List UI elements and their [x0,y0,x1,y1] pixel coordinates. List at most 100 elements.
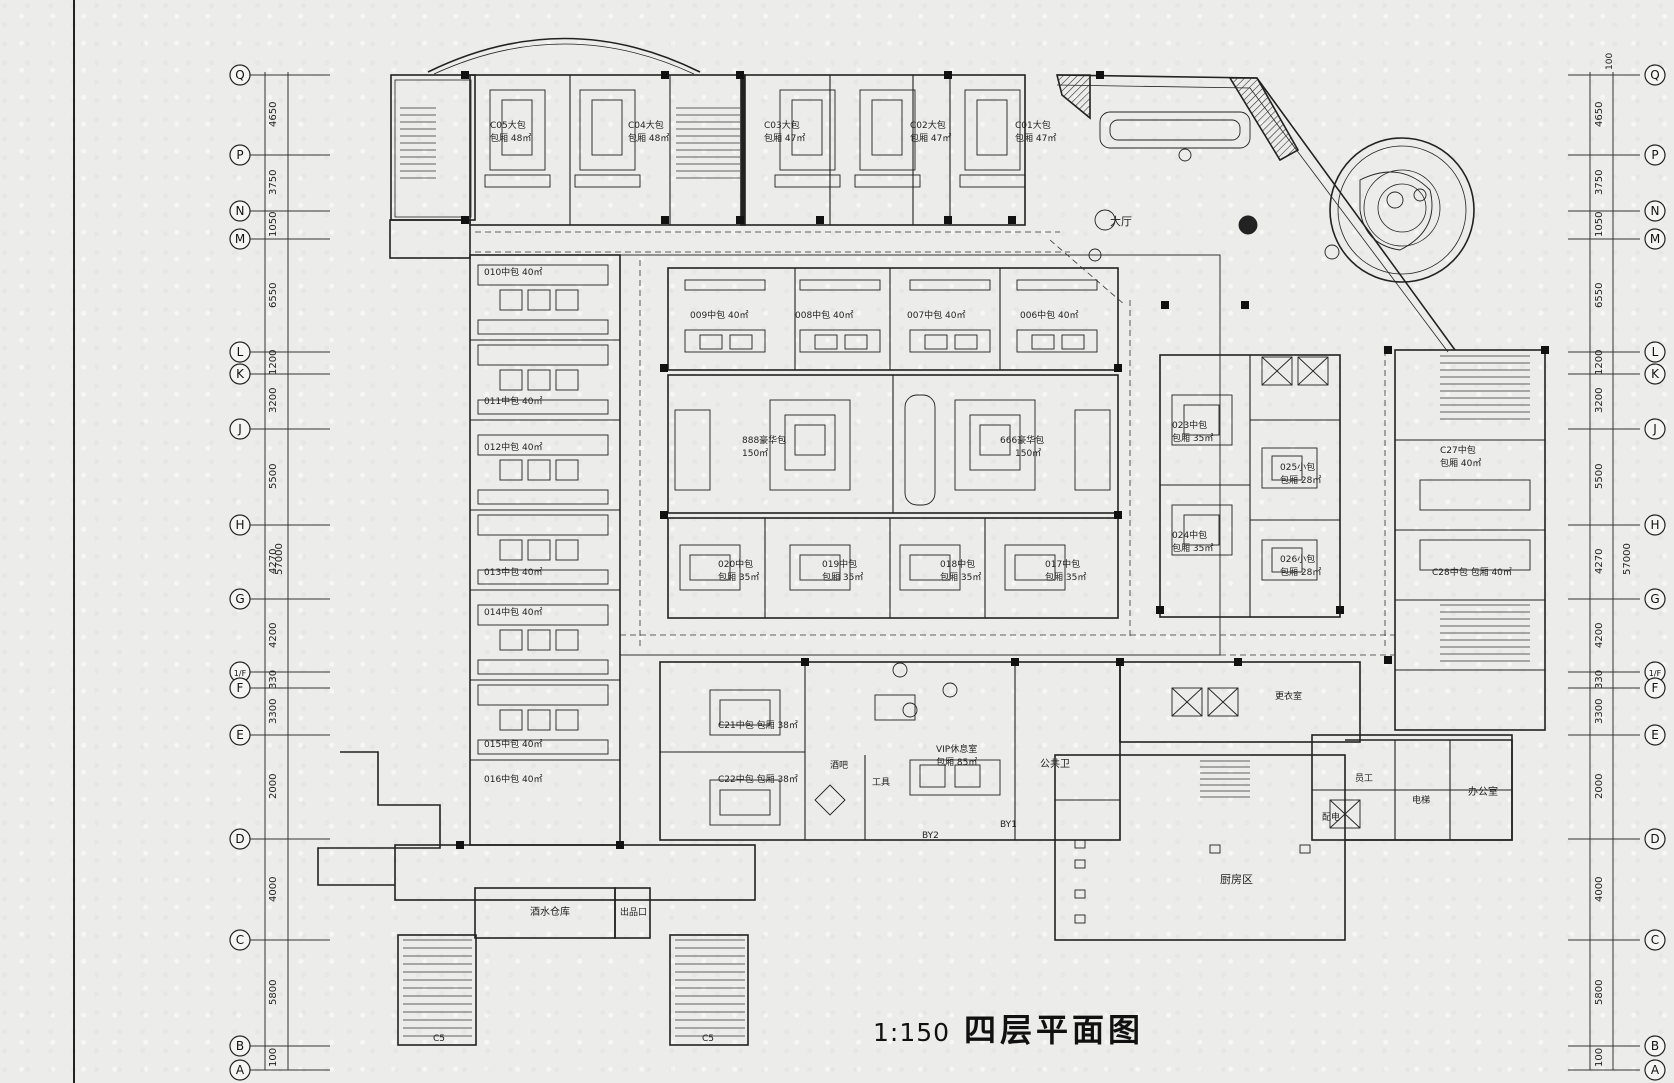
label-019: 019中包 [822,558,857,570]
axis-label-left: J [237,422,242,436]
dimension-text-right: 4650 [1594,102,1605,127]
label-c01: C01大包 [1015,119,1051,131]
axis-bubble-left [229,677,251,699]
furniture-item [1074,409,1111,491]
label-c03-sub: 包厢 47㎡ [764,132,805,144]
furniture-item [499,369,523,391]
axis-bubble-right [1644,1059,1666,1081]
label-by1: BY1 [1000,820,1017,830]
label-warehouse: 酒水仓库 [530,905,570,918]
furniture-item [499,629,523,651]
furniture-item [1297,356,1329,386]
dimension-text-right: 3300 [1594,699,1605,724]
label-013: 013中包 40㎡ [484,566,543,578]
furniture-item [709,779,781,826]
column [944,216,952,224]
axis-label-left: Q [235,68,244,82]
axis-label-right: E [1651,728,1659,742]
furniture-item [1014,554,1056,581]
axis-label-left: P [236,148,243,162]
furniture-item [679,544,741,591]
furniture-item [959,174,1026,188]
hall-details [1088,111,1433,262]
furniture-item [527,629,551,651]
label-hall: 大厅 [1110,214,1132,228]
column [461,71,469,79]
furniture-item [794,424,826,456]
left-dimension-texts: 4650375010506550120032005500427042003303… [268,102,279,1067]
furniture-item [859,89,916,171]
furniture-item [1074,889,1086,899]
label-028: C28中包 包厢 40㎡ [1432,566,1512,578]
axis-bubble-left [229,929,251,951]
label-vip: VIP休息室 [936,743,977,755]
axis-bubble-right [1644,677,1666,699]
axis-label-left: N [236,204,245,218]
furniture-item [477,514,609,536]
drawing-scale: 1:150 [873,1018,951,1047]
furniture-item [871,99,903,156]
furniture-item [1183,404,1220,436]
label-006: 006中包 40㎡ [1020,309,1079,321]
axis-bubble-right [1644,828,1666,850]
dimension-text-left: 5800 [268,980,279,1005]
column [1011,658,1019,666]
column [461,216,469,224]
bar-table [814,784,846,816]
axis-label-left: A [236,1063,245,1077]
furniture-item [477,434,609,456]
column [661,216,669,224]
furniture-item [954,334,978,350]
column [1096,71,1104,79]
column [1384,656,1392,664]
label-c04-sub: 包厢 48㎡ [628,132,669,144]
axis-label-left: M [235,232,245,246]
axis-bubble-right [1644,363,1666,385]
column [1161,301,1169,309]
furniture-item [591,99,623,156]
axis-label-left: E [236,728,244,742]
column [1384,346,1392,354]
axis-bubble-left [229,1059,251,1081]
axis-bubble-left [229,200,251,222]
furniture-item [1261,356,1293,386]
dimension-text-right: 100 [1594,1048,1605,1067]
column [1241,301,1249,309]
furniture-item [814,334,838,350]
furniture-item [969,414,1021,471]
dimension-text-left: 1050 [268,212,279,237]
axis-label-left: H [235,518,244,532]
axis-label-right: Q [1650,68,1659,82]
furniture-item [684,279,766,291]
column [616,841,624,849]
axis-bubble-right [1644,724,1666,746]
label-014: 014中包 40㎡ [484,606,543,618]
axis-bubble-left [229,514,251,536]
furniture-item [1074,839,1086,849]
furniture-item [499,709,523,731]
furniture-item [527,369,551,391]
furniture-item [1299,844,1311,854]
elevator-cross [1329,799,1361,829]
axis-label-right: M [1650,232,1660,246]
axis-bubble-left [229,228,251,250]
label-c01-sub: 包厢 47㎡ [1015,132,1056,144]
label-tools: 工具 [872,777,890,788]
furniture-item [1271,455,1303,481]
axis-label-right: G [1650,592,1659,606]
column [1114,511,1122,519]
label-012: 012中包 40㎡ [484,441,543,453]
label-c02: C02大包 [910,119,946,131]
furniture-item [1171,394,1233,446]
furniture-item [909,279,991,291]
furniture-item [555,369,579,391]
furniture-item [909,329,991,353]
round-seat [892,662,908,678]
label-017-sub: 包厢 35㎡ [1045,571,1086,583]
column [660,511,668,519]
axis-bubble-left [229,1035,251,1057]
furniture-item [799,279,881,291]
furniture-item [1171,504,1233,556]
